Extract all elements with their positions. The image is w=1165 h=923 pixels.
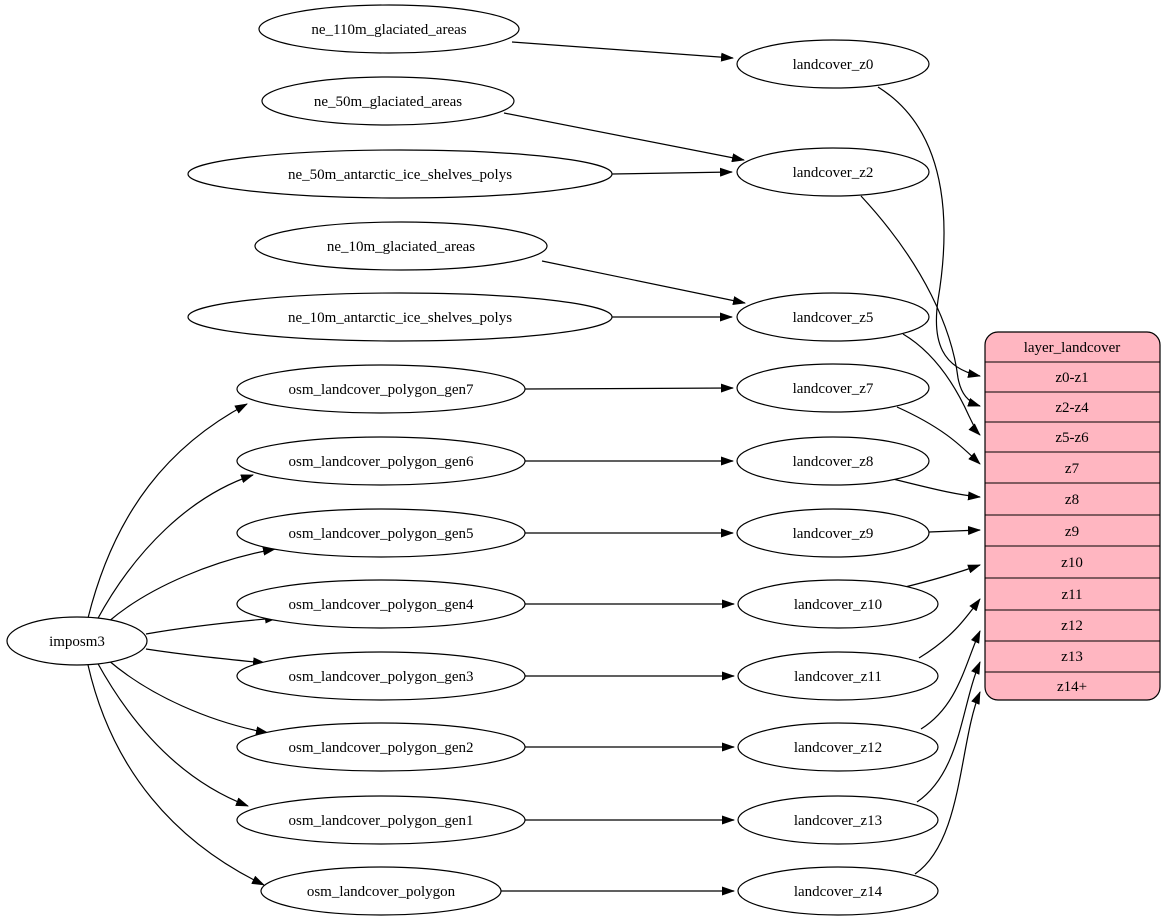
node-ne-10m-glaciated-areas: ne_10m_glaciated_areas bbox=[254, 221, 548, 271]
node-label: landcover_z9 bbox=[793, 526, 874, 542]
record-row-z11: z11 bbox=[1061, 587, 1082, 603]
node-landcover-z11: landcover_z11 bbox=[737, 651, 939, 701]
edge-landcover-z0-to-row-z0-z1 bbox=[877, 86, 981, 378]
node-imposm3: imposm3 bbox=[6, 616, 148, 666]
node-label: osm_landcover_polygon_gen1 bbox=[289, 813, 474, 829]
node-label: landcover_z0 bbox=[793, 57, 874, 73]
record-row-z10: z10 bbox=[1061, 555, 1083, 571]
edge-osm-landcover-polygon-gen7-to-landcover-z7 bbox=[524, 383, 734, 393]
node-label: landcover_z2 bbox=[793, 165, 874, 181]
edge-imposm3-to-osm-landcover-polygon-gen6 bbox=[96, 474, 254, 621]
node-osm-landcover-polygon-gen4: osm_landcover_polygon_gen4 bbox=[236, 579, 526, 629]
node-label: landcover_z8 bbox=[793, 454, 874, 470]
edge-layer bbox=[87, 41, 981, 896]
edge-imposm3-to-osm-landcover-polygon-gen4 bbox=[145, 614, 278, 635]
node-label: osm_landcover_polygon_gen4 bbox=[289, 597, 474, 613]
record-row-z9: z9 bbox=[1065, 524, 1079, 540]
edge-landcover-z5-to-row-z5-z6 bbox=[902, 333, 981, 436]
node-label: osm_landcover_polygon_gen5 bbox=[289, 526, 474, 542]
edge-ne-10m-glaciated-areas-to-landcover-z5 bbox=[541, 260, 746, 305]
record-row-z14plus: z14+ bbox=[1057, 679, 1087, 695]
record-row-z13: z13 bbox=[1061, 649, 1083, 665]
edge-landcover-z10-to-row-z10 bbox=[900, 564, 981, 589]
node-osm-landcover-polygon-gen6: osm_landcover_polygon_gen6 bbox=[236, 436, 526, 486]
record-outline bbox=[984, 331, 1161, 701]
edge-imposm3-to-osm-landcover-polygon-gen7 bbox=[87, 403, 248, 619]
edge-landcover-z2-to-row-z2-z4 bbox=[860, 195, 981, 407]
node-label: ne_10m_glaciated_areas bbox=[327, 239, 475, 255]
edge-landcover-z9-to-row-z9 bbox=[928, 525, 981, 535]
node-label: landcover_z12 bbox=[794, 740, 882, 756]
edge-imposm3-to-osm-landcover-polygon-gen2 bbox=[107, 659, 269, 736]
node-osm-landcover-polygon-gen3: osm_landcover_polygon_gen3 bbox=[236, 651, 526, 701]
node-landcover-z14: landcover_z14 bbox=[737, 866, 939, 916]
node-label: osm_landcover_polygon_gen6 bbox=[289, 454, 474, 470]
node-label: osm_landcover_polygon_gen7 bbox=[289, 382, 474, 398]
record-row-z12: z12 bbox=[1061, 618, 1083, 634]
node-label: osm_landcover_polygon_gen3 bbox=[289, 669, 474, 685]
node-landcover-z12: landcover_z12 bbox=[737, 722, 939, 772]
edge-ne-110m-glaciated-areas-to-landcover-z0 bbox=[511, 41, 734, 62]
node-label: ne_110m_glaciated_areas bbox=[311, 22, 466, 38]
imposm3-label: imposm3 bbox=[49, 634, 105, 650]
edge-imposm3-to-osm-landcover-polygon bbox=[87, 664, 265, 886]
imposm3-ellipse bbox=[6, 616, 148, 666]
node-ne-10m-antarctic-ice-shelves-polys: ne_10m_antarctic_ice_shelves_polys bbox=[187, 292, 613, 342]
node-label: ne_50m_glaciated_areas bbox=[314, 94, 462, 110]
node-landcover-z2: landcover_z2 bbox=[736, 147, 930, 197]
node-ne-50m-glaciated-areas: ne_50m_glaciated_areas bbox=[261, 76, 515, 126]
node-ne-110m-glaciated-areas: ne_110m_glaciated_areas bbox=[258, 4, 520, 54]
node-landcover-z8: landcover_z8 bbox=[736, 436, 930, 486]
node-osm-landcover-polygon-gen1: osm_landcover_polygon_gen1 bbox=[236, 795, 526, 845]
edge-imposm3-to-osm-landcover-polygon-gen5 bbox=[107, 546, 276, 623]
node-label: osm_landcover_polygon_gen2 bbox=[289, 740, 474, 756]
node-label: landcover_z13 bbox=[794, 813, 882, 829]
node-label: ne_50m_antarctic_ice_shelves_polys bbox=[288, 167, 512, 183]
record-row-z8: z8 bbox=[1065, 492, 1079, 508]
node-label: landcover_z10 bbox=[794, 597, 882, 613]
node-landcover-z5: landcover_z5 bbox=[736, 292, 930, 342]
edge-imposm3-to-osm-landcover-polygon-gen1 bbox=[96, 661, 249, 807]
node-landcover-z7: landcover_z7 bbox=[736, 363, 930, 413]
node-osm-landcover-polygon-gen7: osm_landcover_polygon_gen7 bbox=[236, 364, 526, 414]
edge-landcover-z7-to-row-z7 bbox=[896, 406, 981, 465]
node-osm-landcover-polygon-gen2: osm_landcover_polygon_gen2 bbox=[236, 722, 526, 772]
edge-landcover-z8-to-row-z8 bbox=[892, 478, 981, 501]
node-landcover-z13: landcover_z13 bbox=[737, 795, 939, 845]
edge-landcover-z13-to-row-z13 bbox=[916, 661, 981, 803]
record-layer-landcover: layer_landcover z0-z1 z2-z4 z5-z6 z7 z8 … bbox=[984, 331, 1161, 701]
record-title: layer_landcover bbox=[1024, 340, 1121, 356]
node-osm-landcover-polygon: osm_landcover_polygon bbox=[260, 866, 502, 916]
record-row-z5-z6: z5-z6 bbox=[1055, 430, 1089, 446]
record-row-z2-z4: z2-z4 bbox=[1055, 400, 1089, 416]
node-ne-50m-antarctic-ice-shelves-polys: ne_50m_antarctic_ice_shelves_polys bbox=[187, 149, 613, 199]
node-osm-landcover-polygon-gen5: osm_landcover_polygon_gen5 bbox=[236, 508, 526, 558]
edge-ne-50m-glaciated-areas-to-landcover-z2 bbox=[503, 112, 745, 163]
node-label: landcover_z11 bbox=[794, 669, 882, 685]
edge-imposm3-to-osm-landcover-polygon-gen3 bbox=[145, 648, 266, 667]
record-row-z0-z1: z0-z1 bbox=[1055, 370, 1088, 386]
node-label: landcover_z5 bbox=[793, 310, 874, 326]
node-landcover-z10: landcover_z10 bbox=[737, 579, 939, 629]
node-label: ne_10m_antarctic_ice_shelves_polys bbox=[288, 310, 512, 326]
edge-landcover-z12-to-row-z12 bbox=[920, 630, 981, 730]
node-label: osm_landcover_polygon bbox=[307, 884, 456, 900]
edge-ne-50m-antarctic-ice-shelves-polys-to-landcover-z2 bbox=[611, 167, 733, 177]
node-landcover-z9: landcover_z9 bbox=[736, 508, 930, 558]
node-landcover-z0: landcover_z0 bbox=[736, 39, 930, 89]
node-label: landcover_z14 bbox=[794, 884, 883, 900]
edge-landcover-z11-to-row-z11 bbox=[918, 598, 981, 659]
edge-landcover-z14-to-row-z14plus bbox=[914, 691, 981, 875]
node-label: landcover_z7 bbox=[793, 381, 874, 397]
record-row-z7: z7 bbox=[1065, 461, 1080, 477]
